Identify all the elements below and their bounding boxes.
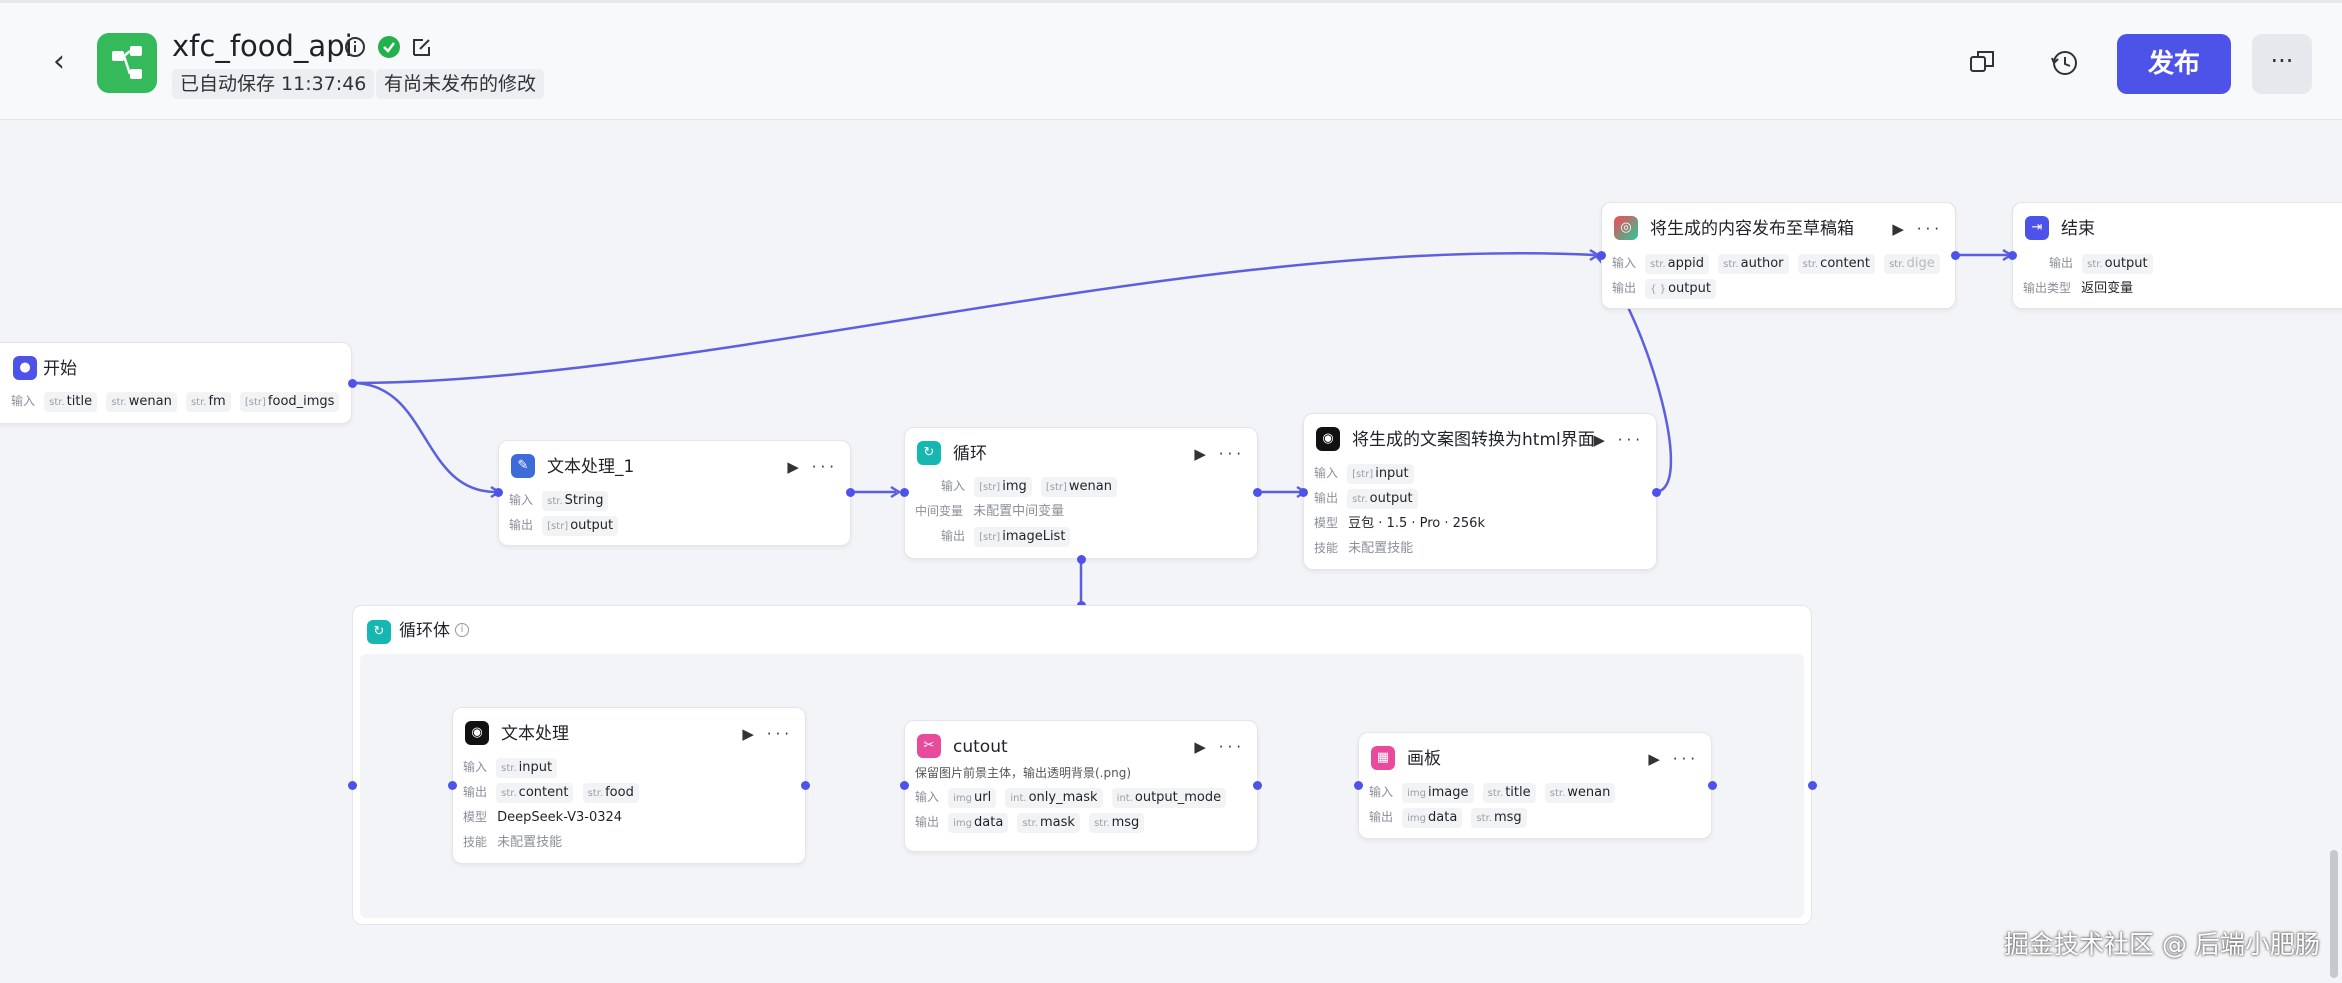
port-dot[interactable] [1299, 488, 1308, 497]
port-dot[interactable] [494, 488, 503, 497]
port-dot[interactable] [1808, 781, 1817, 790]
node-end-type: 输出类型 返回变量 [2023, 281, 2134, 296]
text-processing-icon: ✎ [511, 454, 535, 478]
node-loop-title: 循环 [953, 444, 987, 464]
app-title: xfc_food_api [172, 29, 353, 63]
autosave-tag: 已自动保存 11:37:46 [172, 69, 375, 99]
port-dot[interactable] [1597, 251, 1606, 260]
loop-body-title: 循环体 [399, 621, 450, 641]
publish-button[interactable]: 发布 [2117, 34, 2231, 94]
node-end[interactable]: ⇥ 结束 输出 str.output 输出类型 返回变量 [2012, 202, 2342, 309]
node-text2-input: 输入 str.input [463, 755, 558, 779]
node-text1-output: 输出 [str]output [509, 513, 619, 537]
node-actions[interactable]: ▶ ··· [1648, 750, 1699, 768]
node-publish-output: 输出 { }output [1612, 276, 1716, 300]
node-actions[interactable]: ▶ ··· [742, 725, 793, 743]
node-loop-inputs: 输入 [str]img [str]wenan [941, 474, 1117, 498]
node-text1-title: 文本处理_1 [547, 457, 635, 477]
port-dot[interactable] [2008, 251, 2017, 260]
input-chip: [str]food_imgs [239, 392, 340, 412]
canvas-board-icon: ▦ [1371, 746, 1395, 770]
plugin-icon: ◎ [1614, 216, 1638, 240]
input-chip: str.wenan [106, 392, 177, 412]
port-dot[interactable] [1253, 488, 1262, 497]
node-actions[interactable]: ▶ ··· [1892, 220, 1943, 238]
port-dot[interactable] [1354, 781, 1363, 790]
port-dot[interactable] [900, 488, 909, 497]
node-publish-title: 将生成的内容发布至草稿箱 [1650, 219, 1854, 239]
node-cutout[interactable]: ✂ cutout ▶ ··· 保留图片前景主体，输出透明背景(.png) 输入 … [904, 720, 1258, 852]
loop-icon: ↻ [367, 620, 391, 644]
node-text2-outputs: 输出 str.content str.food [463, 780, 639, 804]
port-dot[interactable] [801, 781, 810, 790]
node-publish-inputs: 输入 str.appid str.author str.content str.… [1612, 251, 1940, 275]
node-cutout-title: cutout [953, 737, 1008, 757]
copy-icon[interactable] [1956, 37, 2008, 89]
node-html-title: 将生成的文案图转换为html界面 [1352, 430, 1595, 450]
info-icon[interactable]: i [455, 623, 469, 637]
node-start[interactable]: ● 开始 输入 str.title str.wenan str.fm [str]… [0, 342, 352, 424]
app-logo-icon [97, 33, 157, 93]
port-dot[interactable] [1253, 781, 1262, 790]
node-text1-input: 输入 str.String [509, 488, 609, 512]
port-dot[interactable] [1708, 781, 1717, 790]
unpublished-tag: 有尚未发布的修改 [376, 69, 545, 99]
edit-icon[interactable] [410, 35, 434, 59]
cutout-icon: ✂ [917, 734, 941, 758]
info-icon[interactable] [343, 35, 367, 59]
node-html-input: 输入 [str]input [1314, 461, 1414, 485]
input-chip: str.title [44, 392, 98, 412]
node-text-processing-1[interactable]: ✎ 文本处理_1 ▶ ··· 输入 str.String 输出 [str]out… [498, 440, 851, 546]
port-dot[interactable] [348, 379, 357, 388]
node-convert-html[interactable]: ◉ 将生成的文案图转换为html界面 ▶ ··· 输入 [str]input 输… [1303, 413, 1657, 570]
port-dot[interactable] [1077, 555, 1086, 564]
node-publish-draft[interactable]: ◎ 将生成的内容发布至草稿箱 ▶ ··· 输入 str.appid str.au… [1601, 202, 1956, 309]
input-label: 输入 [11, 394, 36, 408]
node-end-output: 输出 str.output [2049, 251, 2153, 275]
history-icon[interactable] [2039, 37, 2091, 89]
model-icon: ◉ [465, 721, 489, 745]
end-icon: ⇥ [2025, 216, 2049, 240]
top-bar: ‹ xfc_food_api 已自动保存 11:37:46 有尚未发布的修改 发… [0, 0, 2342, 120]
port-dot[interactable] [448, 781, 457, 790]
node-end-title: 结束 [2061, 219, 2095, 239]
node-loop[interactable]: ↻ 循环 ▶ ··· 输入 [str]img [str]wenan 中间变量 未… [904, 427, 1258, 559]
node-text2-model: 模型 DeepSeek-V3-0324 [463, 810, 623, 825]
node-start-title: 开始 [43, 359, 77, 379]
loop-icon: ↻ [917, 441, 941, 465]
node-html-output: 输出 str.output [1314, 486, 1418, 510]
watermark: 掘金技术社区 @ 后端小肥肠 [2004, 930, 2320, 959]
input-chip: str.fm [185, 392, 231, 412]
port-dot[interactable] [900, 781, 909, 790]
port-dot[interactable] [846, 488, 855, 497]
node-start-inputs: 输入 str.title str.wenan str.fm [str]food_… [11, 389, 340, 413]
start-icon: ● [13, 356, 37, 380]
node-actions[interactable]: ▶ ··· [1194, 738, 1245, 756]
node-actions[interactable]: ▶ ··· [787, 458, 838, 476]
more-menu-button[interactable]: ··· [2252, 34, 2312, 94]
node-actions[interactable]: ▶ ··· [1593, 431, 1644, 449]
port-dot[interactable] [1652, 488, 1661, 497]
node-text2-skill: 技能 未配置技能 [463, 835, 563, 850]
port-dot[interactable] [348, 781, 357, 790]
verified-check-icon [377, 35, 401, 59]
node-board-title: 画板 [1407, 749, 1441, 769]
node-actions[interactable]: ▶ ··· [1194, 445, 1245, 463]
node-text2-title: 文本处理 [501, 724, 569, 744]
port-dot[interactable] [1951, 251, 1960, 260]
model-icon: ◉ [1316, 427, 1340, 451]
node-cutout-desc: 保留图片前景主体，输出透明背景(.png) [915, 766, 1132, 780]
back-arrow-icon[interactable]: ‹ [53, 44, 65, 79]
node-html-skill: 技能 未配置技能 [1314, 541, 1414, 556]
vertical-scrollbar[interactable] [2330, 850, 2338, 978]
node-text-processing[interactable]: ◉ 文本处理 ▶ ··· 输入 str.input 输出 str.content… [452, 707, 806, 864]
node-loop-output: 输出 [str]imageList [941, 524, 1071, 548]
node-html-model: 模型 豆包 · 1.5 · Pro · 256k [1314, 516, 1485, 531]
node-loop-mid: 中间变量 未配置中间变量 [915, 504, 1065, 519]
